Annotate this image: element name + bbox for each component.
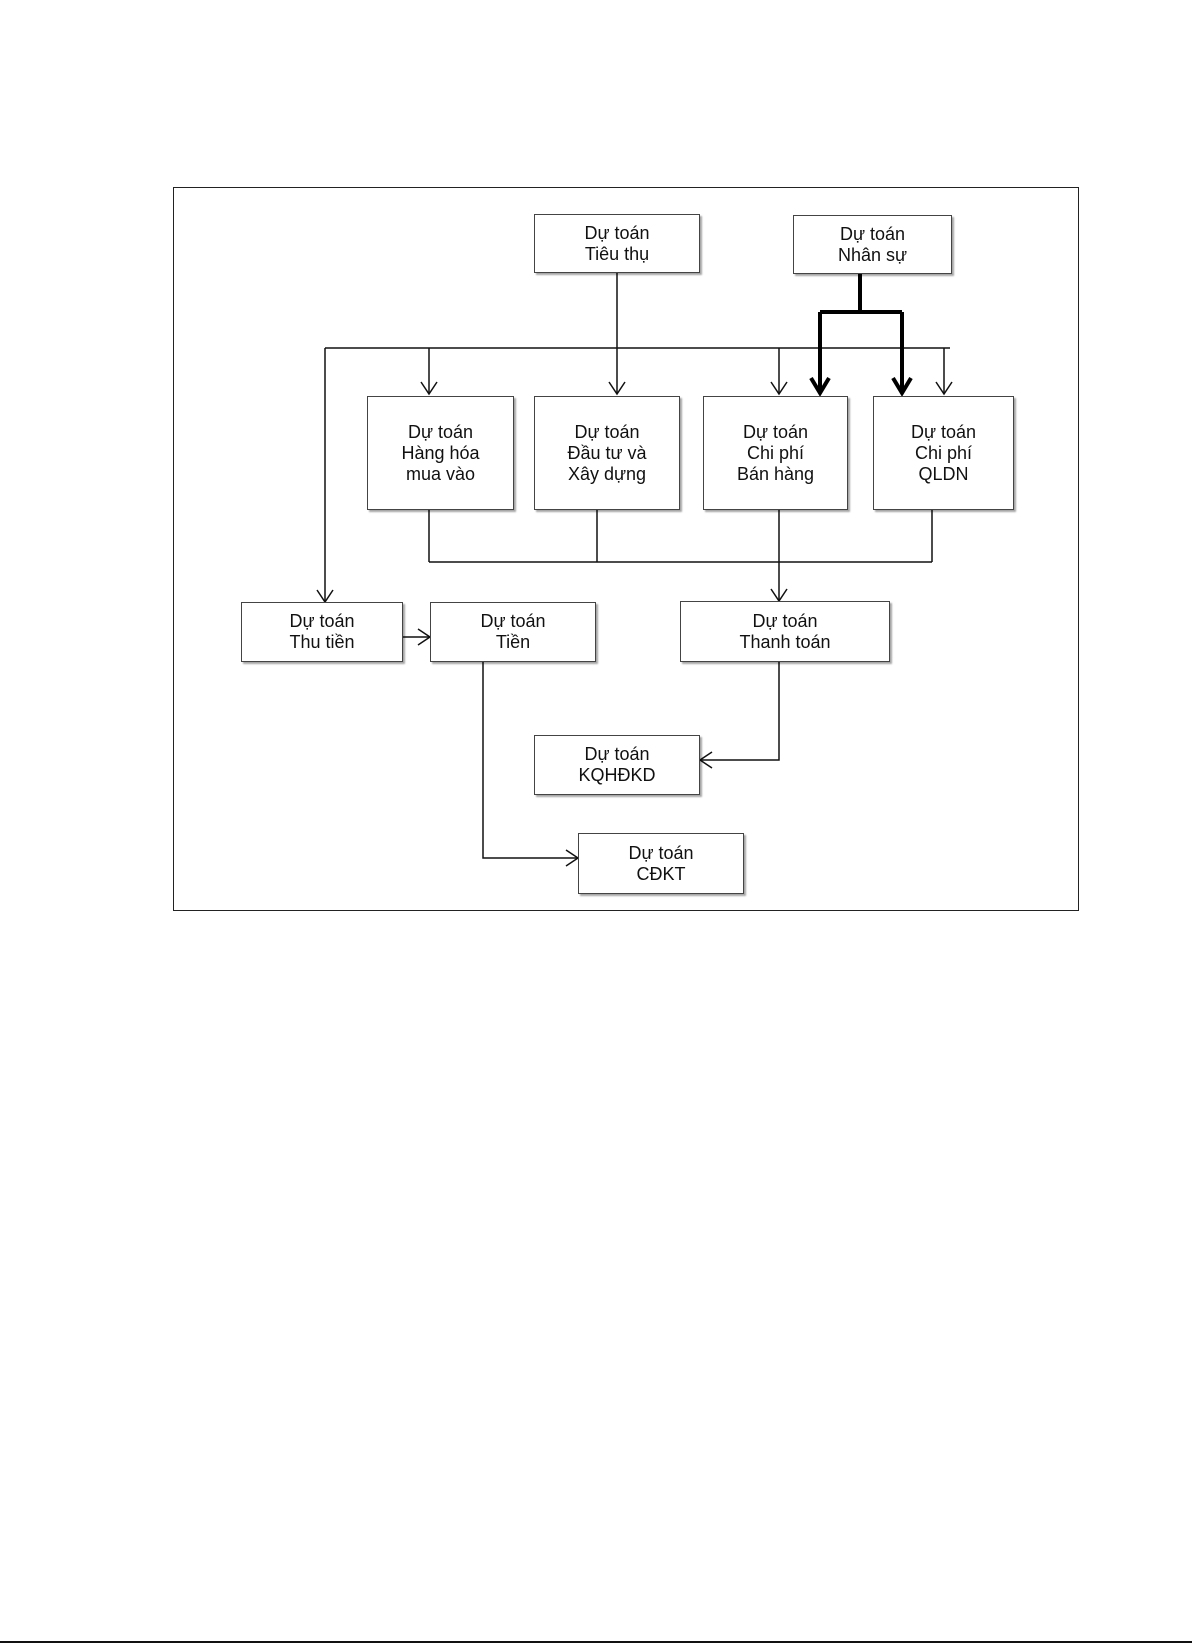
node-label-line: Thu tiền	[289, 632, 354, 653]
node-du-toan-ban-hang: Dự toán Chi phí Bán hàng	[703, 396, 848, 510]
node-label-line: Nhân sự	[838, 245, 907, 266]
node-label-line: CĐKT	[637, 864, 686, 885]
connector-thanh-toan-to-kqhdkd	[700, 661, 779, 760]
node-label-line: Dự toán	[480, 611, 545, 632]
node-label-line: QLDN	[918, 464, 968, 485]
node-label-line: Dự toán	[743, 422, 808, 443]
node-label-line: Dự toán	[289, 611, 354, 632]
node-label-line: Thanh toán	[739, 632, 830, 653]
node-du-toan-tien: Dự toán Tiền	[430, 602, 596, 662]
node-du-toan-cdkt: Dự toán CĐKT	[578, 833, 744, 894]
node-label-line: Hàng hóa	[401, 443, 479, 464]
node-du-toan-nhan-su: Dự toán Nhân sự	[793, 215, 952, 274]
node-label-line: mua vào	[406, 464, 475, 485]
node-du-toan-tieu-thu: Dự toán Tiêu thụ	[534, 214, 700, 273]
node-label-line: Bán hàng	[737, 464, 814, 485]
node-label-line: Xây dựng	[568, 464, 646, 485]
node-label-line: Chi phí	[747, 443, 804, 464]
node-label-line: Dự toán	[840, 224, 905, 245]
node-label-line: Dự toán	[584, 223, 649, 244]
node-label-line: KQHĐKD	[578, 765, 655, 786]
node-label-line: Tiêu thụ	[585, 244, 649, 265]
node-label-line: Tiền	[496, 632, 530, 653]
node-label-line: Dự toán	[574, 422, 639, 443]
node-label-line: Chi phí	[915, 443, 972, 464]
node-du-toan-thanh-toan: Dự toán Thanh toán	[680, 601, 890, 662]
node-label-line: Dự toán	[911, 422, 976, 443]
node-label-line: Dự toán	[584, 744, 649, 765]
node-du-toan-dau-tu: Dự toán Đầu tư và Xây dựng	[534, 396, 680, 510]
node-label-line: Đầu tư và	[567, 443, 646, 464]
node-label-line: Dự toán	[752, 611, 817, 632]
node-du-toan-hang-hoa: Dự toán Hàng hóa mua vào	[367, 396, 514, 510]
page-bottom-rule	[0, 1641, 1192, 1643]
node-label-line: Dự toán	[628, 843, 693, 864]
node-du-toan-qldn: Dự toán Chi phí QLDN	[873, 396, 1014, 510]
node-du-toan-kqhdkd: Dự toán KQHĐKD	[534, 735, 700, 795]
node-du-toan-thu-tien: Dự toán Thu tiền	[241, 602, 403, 662]
node-label-line: Dự toán	[408, 422, 473, 443]
